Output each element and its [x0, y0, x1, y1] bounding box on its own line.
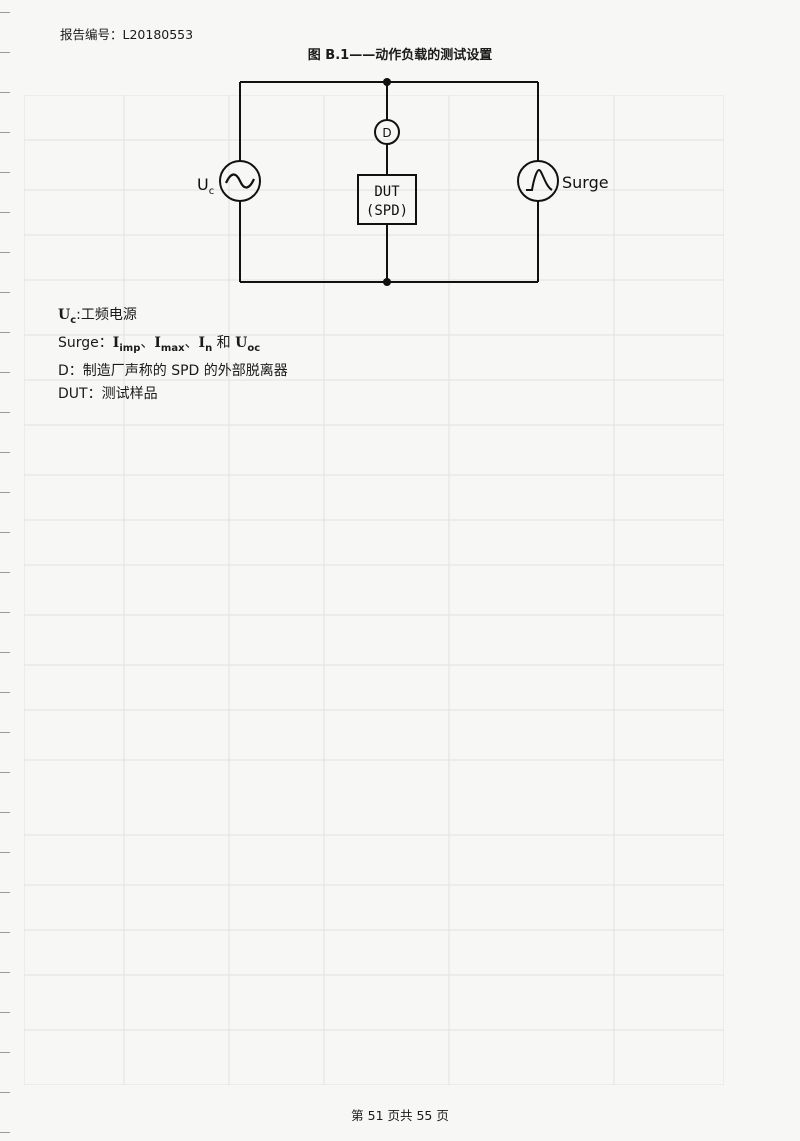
surge-waveform-icon	[526, 168, 553, 191]
bottom-junction-dot	[383, 278, 391, 286]
source-label: Uc	[197, 175, 214, 197]
disconnector-circle	[374, 119, 400, 145]
binding-margin-marks	[0, 0, 12, 1141]
dut-box	[357, 174, 417, 225]
figure-title: 图 B.1——动作负载的测试设置	[307, 48, 493, 63]
legend-surge: Surge：Iimp、Imax、In 和 Uoc	[58, 334, 261, 354]
legend-dut: DUT：测试样品	[58, 385, 158, 402]
surge-generator-circle	[517, 160, 559, 202]
surge-label: Surge	[562, 173, 609, 192]
report-number: 报告编号：L20180553	[60, 27, 194, 42]
dut-label-line2: (SPD)	[366, 203, 408, 219]
top-junction-dot	[383, 78, 391, 86]
figure-legend: Uc:工频电源 Surge：Iimp、Imax、In 和 Uoc D：制造厂声称…	[58, 304, 288, 406]
disconnector-label: D	[382, 126, 391, 140]
sine-wave-icon	[224, 173, 256, 189]
legend-uc: Uc:工频电源	[58, 307, 137, 326]
dut-label-line1: DUT	[374, 184, 400, 200]
test-circuit-diagram: Uc D DUT (SPD) Surge	[197, 78, 609, 286]
legend-d: D：制造厂声称的 SPD 的外部脱离器	[58, 362, 288, 379]
ac-source-circle	[219, 160, 261, 202]
page-number: 第 51 页共 55 页	[351, 1108, 449, 1123]
